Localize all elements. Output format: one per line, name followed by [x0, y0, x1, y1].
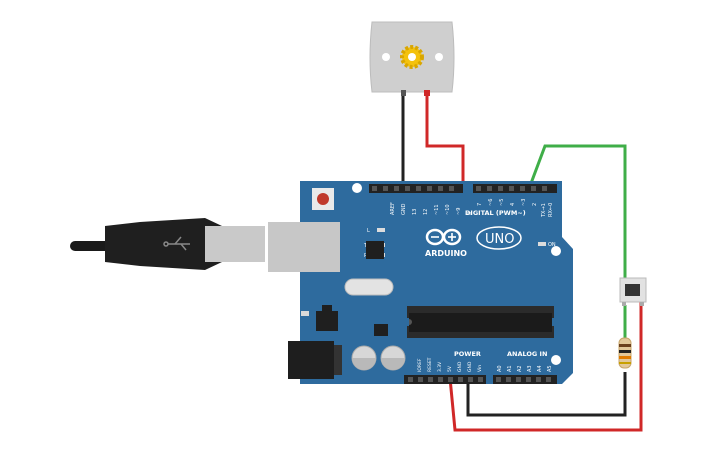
power-jack-back	[334, 345, 342, 375]
pin-label: ~9	[456, 208, 462, 215]
pin-label: 7	[477, 203, 483, 206]
bottom-header-pins	[408, 377, 551, 382]
uno-badge	[476, 226, 522, 250]
power-pin-labels: IOREF RESET 3.3V 5V GND GND Vin	[417, 357, 483, 372]
motor-terminal	[424, 90, 430, 96]
capacitor-shade	[381, 358, 405, 370]
regulator-tab	[322, 305, 332, 311]
digital-header-label: DIGITAL (PWM~)	[465, 209, 526, 217]
push-button-body	[619, 277, 647, 303]
pin-label: 13	[412, 209, 418, 215]
smd-part	[301, 311, 309, 316]
arduino-logo-icon	[425, 228, 462, 246]
pin-label: 2	[532, 203, 538, 206]
resistor[interactable]	[618, 337, 632, 369]
arduino-uno-board[interactable]: AREF GND 13 12 ~11 ~10 ~9 8 7 ~6 ~5 4 ~3…	[268, 181, 573, 384]
pin-label: GND	[467, 361, 473, 372]
pin-label: 5V	[447, 365, 453, 372]
resistor-band	[619, 356, 631, 359]
pin-label: A4	[537, 365, 543, 372]
pin-label: ~5	[499, 199, 505, 206]
capacitor-shade	[352, 358, 376, 370]
mount-hole	[551, 355, 561, 365]
pin-label: Vin	[477, 365, 483, 372]
mount-hole	[352, 183, 362, 193]
pin-label: IOREF	[417, 358, 423, 372]
usb-cable[interactable]	[70, 218, 265, 270]
dc-motor[interactable]	[369, 21, 455, 96]
l-led-label: L	[367, 228, 370, 234]
mount-hole	[551, 246, 561, 256]
pin-label: 12	[423, 209, 429, 215]
motor-mount-hole	[382, 53, 390, 61]
analog-pin-labels: A0 A1 A2 A3 A4 A5	[497, 365, 553, 372]
pin-label: A5	[547, 365, 553, 372]
chip-notch	[409, 319, 412, 325]
wires	[401, 90, 643, 432]
pin-label: A0	[497, 365, 503, 372]
arduino-brand: ARDUINO	[425, 249, 467, 258]
usb-chip	[366, 241, 384, 259]
usb-cable-tail	[70, 241, 110, 251]
pin-label: ~6	[488, 199, 494, 206]
usb-plug-metal	[205, 226, 265, 262]
pin-label: GND	[401, 203, 407, 215]
resistor-band	[619, 344, 631, 347]
pin-label: GND	[457, 361, 463, 372]
pin-label: AREF	[390, 202, 396, 215]
wire-black-gnd[interactable]	[466, 372, 627, 417]
resistor-band	[619, 350, 631, 353]
usb-port	[268, 222, 340, 272]
motor-mount-hole	[435, 53, 443, 61]
analog-header-label: ANALOG IN	[507, 350, 547, 358]
atmega-chip	[409, 313, 552, 332]
gear-icon	[400, 45, 424, 69]
pin-label: TX→1	[541, 203, 547, 218]
pin-label: A2	[517, 365, 523, 372]
uno-label: UNO	[485, 232, 514, 247]
pin-label: 4	[510, 203, 516, 206]
top-pin-labels: AREF GND 13 12 ~11 ~10 ~9 8 7 ~6 ~5 4 ~3…	[390, 199, 554, 218]
wire-green-button[interactable]	[528, 144, 627, 278]
pin-label: ~10	[445, 204, 451, 215]
digital-header-right[interactable]	[473, 184, 557, 193]
resistor-band	[619, 362, 631, 364]
power-header[interactable]	[404, 375, 486, 384]
pin-label: A3	[527, 365, 533, 372]
pin-label: 3.3V	[437, 361, 443, 372]
pin-label: A1	[507, 365, 513, 372]
motor-terminal	[401, 90, 406, 96]
power-jack[interactable]	[288, 341, 334, 379]
pin-label: ~11	[434, 204, 440, 215]
wire-red-5v[interactable]	[448, 302, 643, 432]
pin-label: RX←0	[548, 203, 554, 217]
push-button-leg	[640, 302, 644, 306]
power-header-label: POWER	[454, 350, 481, 358]
wire-red-motor[interactable]	[425, 95, 465, 186]
pin-label: 8	[467, 212, 473, 215]
push-button-cap	[625, 284, 640, 296]
on-led-label: ON	[548, 242, 556, 248]
crystal	[344, 278, 394, 296]
on-led	[538, 242, 546, 246]
push-button[interactable]	[619, 277, 647, 306]
voltage-regulator	[316, 311, 338, 331]
l-led	[377, 228, 385, 232]
pin-label: RESET	[427, 357, 433, 372]
push-button-leg	[622, 302, 626, 306]
analog-header[interactable]	[493, 375, 557, 384]
reset-button[interactable]	[317, 193, 329, 205]
small-chip	[374, 324, 388, 336]
digital-header-pins	[372, 186, 547, 191]
usb-icon	[163, 236, 190, 251]
pin-label: ~3	[521, 199, 527, 206]
